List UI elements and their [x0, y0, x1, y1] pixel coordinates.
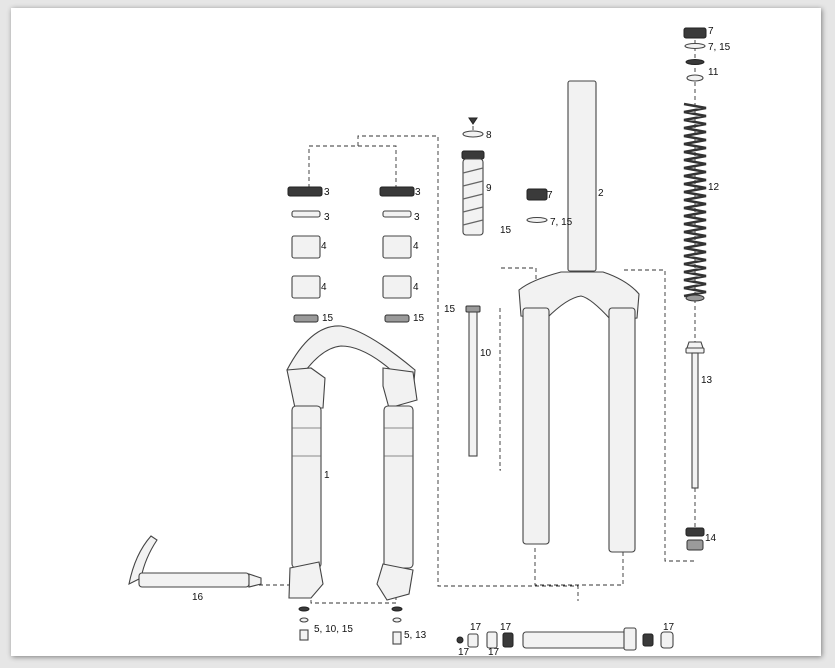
callout-3d: 3: [414, 212, 420, 223]
callout-15a: 15: [322, 313, 334, 324]
callout-4b: 4: [321, 282, 327, 293]
bottom-bolts: [298, 606, 403, 645]
callout-11: 11: [708, 67, 719, 78]
callout-8: 8: [486, 130, 492, 141]
leader-lines: [259, 33, 696, 604]
upper-tube-assembly: [518, 80, 640, 553]
callout-5-13: 5, 13: [404, 630, 427, 641]
bottom-hardware-row: [456, 627, 674, 651]
coil-spring-assembly: [683, 27, 707, 551]
callout-10: 10: [480, 348, 492, 359]
callout-13: 13: [701, 375, 713, 386]
callout-15c: 15: [500, 225, 512, 236]
callout-4a: 4: [321, 241, 327, 252]
callout-7b: 7: [708, 26, 714, 37]
callout-15d: 15: [444, 304, 456, 315]
thru-axle: [128, 535, 262, 588]
callout-17a: 17: [470, 622, 482, 633]
callout-17b: 17: [458, 647, 470, 656]
callout-9: 9: [486, 183, 492, 194]
callout-3a: 3: [324, 187, 330, 198]
callout-17e: 17: [663, 622, 675, 633]
callout-7a: 7: [547, 190, 553, 201]
diagram-sheet: 3 3 4 4 15 3 3 4 4 15 1 16 5, 10, 15 5, …: [11, 8, 821, 656]
callout-14: 14: [705, 533, 717, 544]
lower-leg-assembly: [286, 325, 418, 601]
callout-2: 2: [598, 188, 604, 199]
exploded-fork-diagram: 3 3 4 4 15 3 3 4 4 15 1 16 5, 10, 15 5, …: [128, 26, 731, 656]
callout-7-15b: 7, 15: [708, 42, 731, 53]
callout-3b: 3: [324, 212, 330, 223]
callout-3c: 3: [415, 187, 421, 198]
callout-12: 12: [708, 182, 720, 193]
damper-cartridge: [461, 117, 485, 457]
callout-1: 1: [324, 470, 330, 481]
callout-15b: 15: [413, 313, 425, 324]
callout-17d: 17: [488, 647, 500, 656]
callout-4d: 4: [413, 282, 419, 293]
callout-labels: 3 3 4 4 15 3 3 4 4 15 1 16 5, 10, 15 5, …: [192, 26, 731, 656]
left-leg-cap-stack: [287, 186, 323, 323]
callout-4c: 4: [413, 241, 419, 252]
callout-7-15a: 7, 15: [550, 217, 573, 228]
callout-16: 16: [192, 592, 204, 603]
right-leg-cap-stack: [379, 186, 415, 323]
callout-17c: 17: [500, 622, 512, 633]
callout-5-10-15: 5, 10, 15: [314, 624, 353, 635]
